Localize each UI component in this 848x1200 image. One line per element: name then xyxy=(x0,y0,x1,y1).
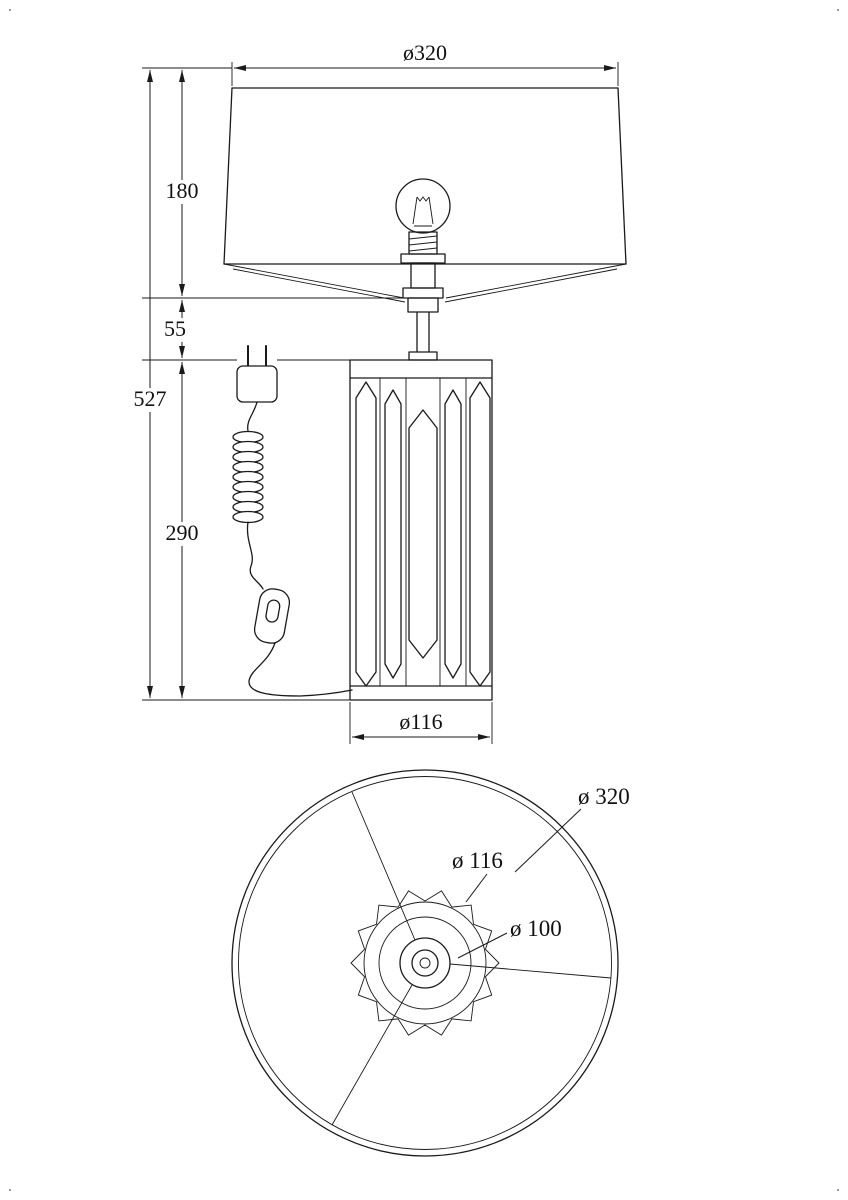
socket-circles xyxy=(363,901,487,1025)
cord-upper xyxy=(247,401,258,432)
power-cord-assembly xyxy=(232,345,353,697)
power-plug xyxy=(236,345,278,403)
top-dim-body-diameter: ø 116 xyxy=(452,848,503,873)
lampshade xyxy=(223,87,627,303)
cord-middle xyxy=(246,521,264,590)
crystal-facet-ring xyxy=(350,890,500,1036)
top-dim-ring-diameter: ø 100 xyxy=(510,916,562,941)
lamp-socket xyxy=(400,231,446,313)
top-view-leaders: ø 320 ø 116 ø 100 xyxy=(452,784,630,959)
front-dim-body-diameter: ø116 xyxy=(399,709,442,734)
front-dim-shade-diameter: ø320 xyxy=(403,40,447,65)
top-view: ø 320 ø 116 ø 100 xyxy=(231,769,630,1157)
front-dimensions: ø320 527 180 55 290 ø116 xyxy=(134,40,619,744)
cord-coil xyxy=(232,430,264,524)
front-dim-shade-height: 180 xyxy=(166,178,199,203)
front-dim-neck-height: 55 xyxy=(164,316,186,341)
inline-switch xyxy=(253,588,291,644)
shade-inner-circle xyxy=(238,776,612,1150)
shade-outer-circle xyxy=(231,769,619,1157)
cord-lower xyxy=(248,642,353,697)
shade-spokes xyxy=(331,791,612,1126)
lamp-body xyxy=(349,359,493,701)
light-bulb xyxy=(395,178,451,234)
top-dim-shade-diameter: ø 320 xyxy=(578,784,630,809)
front-elevation: ø320 527 180 55 290 ø116 xyxy=(134,40,627,744)
crystal-ribs xyxy=(355,378,491,687)
front-dim-body-height: 290 xyxy=(166,520,199,545)
front-dim-total-height: 527 xyxy=(134,386,167,411)
corner-marks xyxy=(9,9,839,1191)
stem xyxy=(408,311,438,361)
